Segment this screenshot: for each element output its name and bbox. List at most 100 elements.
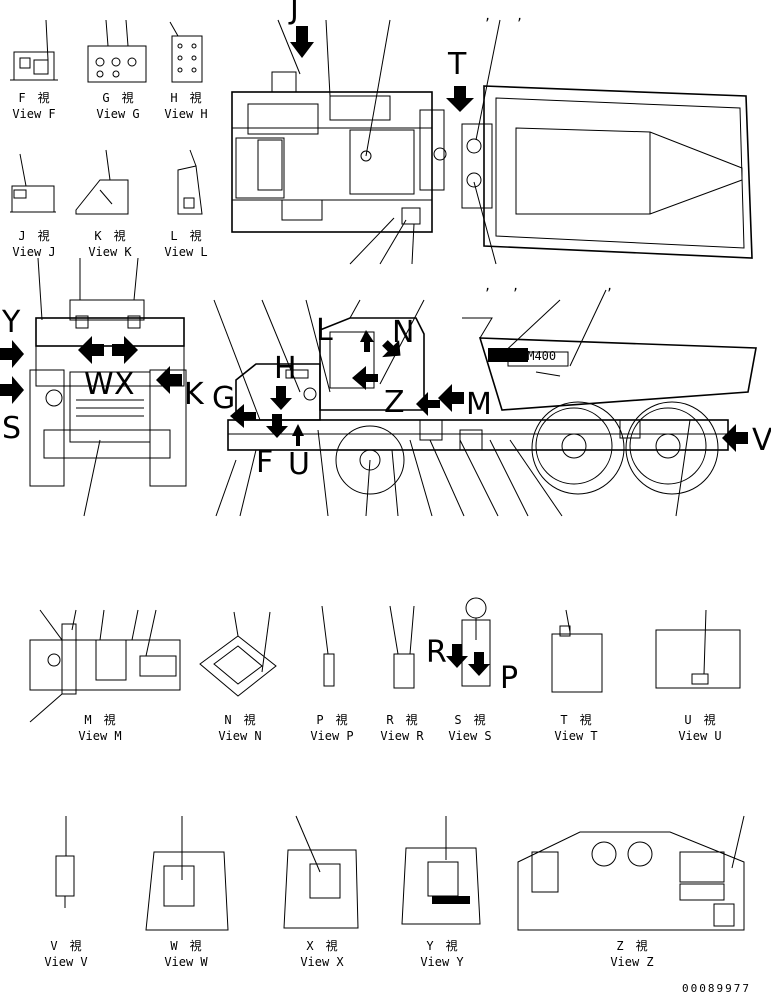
view-caption-en-x: View X (300, 955, 344, 969)
marker-g: G (212, 381, 235, 416)
marker-r: R (426, 635, 447, 670)
arrow-l2 (352, 366, 378, 390)
view-caption-en-r: View R (380, 729, 424, 743)
arrow-k (156, 366, 182, 394)
detail-view-s (461, 597, 491, 687)
tick-comma: , (516, 9, 523, 23)
body-badge (488, 348, 528, 362)
arrow-w (78, 336, 104, 364)
view-caption-en-l: View L (164, 245, 207, 259)
view-caption-jp-z: Z 視 (616, 938, 647, 953)
detail-view-x (283, 815, 359, 929)
arrow-x (112, 336, 138, 364)
view-caption-en-n: View N (218, 729, 261, 743)
marker-j: J (288, 0, 299, 26)
detail-view-w (145, 816, 229, 931)
view-caption-jp-s: S 視 (454, 712, 485, 727)
marker-l: L (316, 313, 333, 348)
arrow-n (382, 340, 401, 358)
marker-p: P (500, 661, 518, 696)
arrow-t (446, 86, 474, 112)
detail-view-h (169, 21, 203, 83)
marker-n: N (392, 315, 414, 350)
view-caption-en-p: View P (310, 729, 353, 743)
dump-body-badge: HM400 (520, 349, 556, 363)
view-caption-jp-n: N 視 (224, 712, 255, 727)
arrow-g (230, 404, 256, 428)
view-caption-jp-m: M 視 (84, 712, 115, 727)
view-caption-jp-x: X 視 (306, 938, 337, 953)
view-caption-jp-w: W 視 (170, 938, 201, 953)
arrow-j (290, 26, 314, 58)
marker-s: S (2, 411, 21, 446)
arrow-s (0, 376, 24, 404)
view-caption-jp-p: P 視 (316, 712, 347, 727)
view-caption-en-w: View W (164, 955, 208, 969)
detail-view-m (29, 609, 181, 723)
view-caption-en-k: View K (88, 245, 132, 259)
marker-y: Y (1, 305, 21, 340)
view-caption-en-z: View Z (610, 955, 653, 969)
arrow-v (722, 424, 748, 452)
arrow-u (292, 424, 304, 446)
arrow-f (266, 414, 288, 438)
view-caption-en-s: View S (448, 729, 491, 743)
view-caption-en-m: View M (78, 729, 121, 743)
detail-view-z (517, 815, 745, 931)
view-caption-jp-f: F 視 (18, 90, 49, 105)
view-caption-jp-k: K 視 (94, 228, 125, 243)
view-caption-en-u: View U (678, 729, 721, 743)
arrow-r (446, 644, 468, 668)
tick-comma: , (606, 279, 613, 293)
view-caption-jp-y: Y 視 (426, 938, 457, 953)
detail-view-p (321, 605, 335, 687)
view-caption-en-g: View G (96, 107, 139, 121)
marker-z: Z (384, 385, 405, 420)
detail-view-r (389, 605, 415, 689)
arrow-z (416, 392, 440, 416)
view-caption-en-t: View T (554, 729, 597, 743)
arrow-m (438, 384, 464, 412)
view-caption-en-v: View V (44, 955, 87, 969)
marker-u: U (288, 447, 310, 482)
view-caption-jp-v: V 視 (50, 938, 81, 953)
view-caption-jp-t: T 視 (560, 712, 591, 727)
view-caption-jp-g: G 視 (102, 90, 133, 105)
detail-view-t (551, 609, 603, 693)
detail-view-k (75, 149, 129, 215)
detail-view-j (10, 153, 56, 213)
machine-top-view (231, 19, 753, 265)
view-caption-jp-u: U 視 (684, 712, 715, 727)
machine-front-view (29, 257, 187, 517)
marker-w: W (84, 367, 114, 402)
arrow-h (270, 386, 292, 410)
view-caption-en-j: View J (12, 245, 55, 259)
detail-view-v (55, 816, 75, 908)
detail-view-g (87, 19, 147, 83)
tick-comma: , (484, 9, 491, 23)
detail-view-y (401, 816, 481, 925)
marker-v: V (752, 423, 771, 458)
detail-view-f (10, 19, 58, 81)
view-caption-jp-j: J 視 (18, 228, 49, 243)
document-number: 00089977 (682, 982, 751, 995)
arrow-l (360, 330, 374, 352)
arrow-y (0, 340, 24, 368)
view-caption-jp-r: R 視 (386, 712, 417, 727)
marker-h: H (274, 351, 297, 386)
detail-view-n (199, 611, 277, 697)
detail-view-u (655, 609, 741, 689)
view-caption-jp-h: H 視 (170, 90, 201, 105)
view-caption-en-y: View Y (420, 955, 464, 969)
marker-x: X (114, 367, 135, 402)
detail-view-l (177, 149, 203, 215)
arrow-p (468, 652, 490, 676)
marker-t: T (447, 47, 467, 82)
tick-comma: , (512, 279, 519, 293)
marker-m: M (466, 387, 492, 422)
view-caption-en-f: View F (12, 107, 55, 121)
view-caption-jp-l: L 視 (170, 228, 201, 243)
marker-k: K (184, 377, 205, 412)
